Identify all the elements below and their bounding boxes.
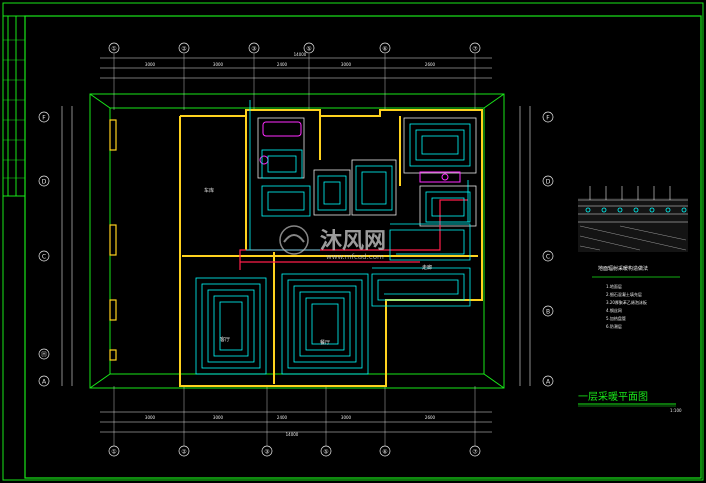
svg-text:14000: 14000 <box>294 52 307 57</box>
svg-text:D: D <box>546 179 551 186</box>
title-block-strip <box>3 39 25 179</box>
svg-text:2400: 2400 <box>277 62 288 67</box>
svg-text:客厅: 客厅 <box>220 336 230 343</box>
svg-text:3000: 3000 <box>341 62 352 67</box>
svg-text:3.20厚聚苯乙烯泡沫板: 3.20厚聚苯乙烯泡沫板 <box>606 299 647 305</box>
building-walls <box>179 109 483 387</box>
svg-text:沐风网: 沐风网 <box>320 229 386 254</box>
svg-text:3000: 3000 <box>145 415 156 420</box>
svg-text:A: A <box>42 379 47 386</box>
svg-text:⑦: ⑦ <box>472 449 478 456</box>
svg-text:⑦: ⑦ <box>472 46 478 53</box>
svg-text:2.细石混凝土填充层: 2.细石混凝土填充层 <box>606 291 642 297</box>
axis-bubbles <box>38 42 554 457</box>
svg-text:⑤: ⑤ <box>323 449 328 456</box>
supply-pipe <box>239 199 468 270</box>
svg-text:D: D <box>42 179 47 186</box>
svg-text:F: F <box>546 115 550 122</box>
svg-text:C: C <box>546 254 550 261</box>
svg-text:⑤: ⑤ <box>306 46 311 53</box>
svg-text:F: F <box>42 115 46 122</box>
interior-partitions <box>257 117 477 227</box>
svg-text:A: A <box>546 379 551 386</box>
svg-text:B: B <box>546 309 550 316</box>
svg-text:车库: 车库 <box>204 187 214 194</box>
svg-text:②: ② <box>181 449 187 456</box>
axis-bubble-labels: ① ② ③ ⑤ ⑥ ⑦ ① ② ③ ⑤ ⑥ ⑦ F D C Ⓗ A F D C … <box>41 46 551 456</box>
svg-text:⑥: ⑥ <box>382 46 387 53</box>
svg-text:2600: 2600 <box>425 62 436 67</box>
svg-text:一层采暖平面图: 一层采暖平面图 <box>578 390 648 403</box>
manifold-feed <box>246 100 469 251</box>
floor-section-detail <box>578 186 688 252</box>
svg-text:5.加热盘管: 5.加热盘管 <box>606 315 626 321</box>
axis-lines <box>113 54 476 446</box>
detail-legend: 地面辐射采暖构造做法 1.地面层 2.细石混凝土填充层 3.20厚聚苯乙烯泡沫板… <box>592 265 680 329</box>
heating-coil-hall <box>371 223 471 307</box>
svg-text:餐厅: 餐厅 <box>320 339 330 346</box>
plan-title-block: 一层采暖平面图 1:100 <box>578 390 682 413</box>
svg-text:3000: 3000 <box>213 415 224 420</box>
svg-text:4.钢丝网: 4.钢丝网 <box>606 307 622 313</box>
svg-text:2600: 2600 <box>425 415 436 420</box>
watermark: 沐风网 www.mfcad.com <box>279 225 386 261</box>
svg-text:2400: 2400 <box>277 415 288 420</box>
svg-text:走廊: 走廊 <box>422 264 432 271</box>
svg-text:②: ② <box>181 46 187 53</box>
svg-text:www.mfcad.com: www.mfcad.com <box>326 253 384 261</box>
svg-text:Ⓗ: Ⓗ <box>41 351 47 359</box>
top-dim-labels: 14000 3000 3000 2400 3000 2600 <box>145 52 436 67</box>
svg-text:1:100: 1:100 <box>670 408 682 413</box>
heating-coil-dining <box>281 273 369 375</box>
svg-text:①: ① <box>111 449 116 456</box>
svg-text:地面辐射采暖构造做法: 地面辐射采暖构造做法 <box>598 265 648 272</box>
bottom-dim-labels: 14000 3000 3000 2400 3000 2600 <box>145 415 436 437</box>
heating-coil-rooms <box>261 123 471 223</box>
svg-text:①: ① <box>111 46 116 53</box>
bathroom-fixtures <box>259 121 461 183</box>
svg-text:③: ③ <box>264 449 269 456</box>
svg-text:1.地面层: 1.地面层 <box>606 283 622 289</box>
eave-outline <box>89 93 505 389</box>
svg-text:14000: 14000 <box>286 432 299 437</box>
svg-text:3000: 3000 <box>341 415 352 420</box>
heating-coil-living <box>195 277 267 375</box>
svg-text:③: ③ <box>251 46 256 53</box>
room-labels: 车库 走廊 客厅 餐厅 <box>204 187 432 346</box>
svg-text:C: C <box>42 254 46 261</box>
garage-columns <box>109 119 117 361</box>
svg-text:3000: 3000 <box>213 62 224 67</box>
dimension-lines <box>61 57 531 433</box>
svg-text:⑥: ⑥ <box>382 449 387 456</box>
svg-text:6.防潮层: 6.防潮层 <box>606 323 622 329</box>
svg-text:3000: 3000 <box>145 62 156 67</box>
